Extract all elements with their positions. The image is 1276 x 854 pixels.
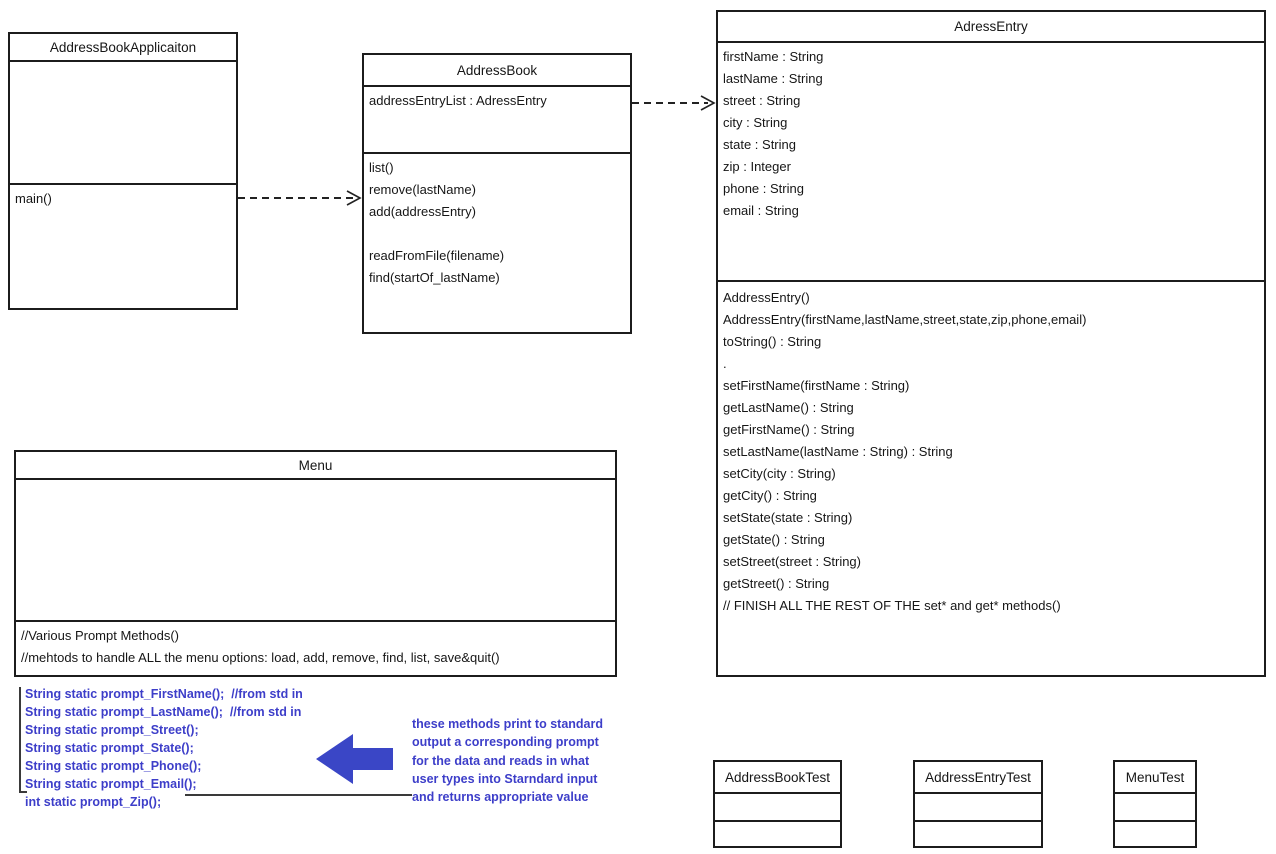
text-line: String static prompt_LastName(); //from … <box>25 705 302 719</box>
text-line: getCity() : String <box>723 488 817 503</box>
note-connector-line <box>185 794 412 796</box>
class-title: AddressBookApplicaiton <box>10 34 236 62</box>
text-line: lastName : String <box>723 71 823 86</box>
text-line: String static prompt_FirstName(); //from… <box>25 687 303 701</box>
prompt-methods-code-block: String static prompt_FirstName(); //from… <box>25 685 303 811</box>
class-address-book-test: AddressBookTest <box>713 760 842 848</box>
class-title: AddressEntryTest <box>915 762 1041 794</box>
text-line: city : String <box>723 115 788 130</box>
attributes-compartment <box>915 794 1041 822</box>
text-line: street : String <box>723 93 801 108</box>
text-line: setStreet(street : String) <box>723 554 861 569</box>
text-line: getState() : String <box>723 532 825 547</box>
open-arrowhead-icon <box>700 95 716 111</box>
text-line: getFirstName() : String <box>723 422 855 437</box>
text-line: setFirstName(firstName : String) <box>723 378 910 393</box>
methods-compartment <box>715 822 840 846</box>
methods-compartment: AddressEntry() AddressEntry(firstName,las… <box>718 282 1264 675</box>
dashed-arrow-addressbook-to-adressentry <box>632 95 716 111</box>
text-line: setCity(city : String) <box>723 466 836 481</box>
text-line: zip : Integer <box>723 159 791 174</box>
methods-compartment: main() <box>10 185 236 308</box>
methods-compartment <box>1115 822 1195 846</box>
prompt-methods-note: these methods print to standard output a … <box>412 715 603 806</box>
class-adress-entry: AdressEntry firstName : String lastName :… <box>716 10 1266 677</box>
text-line: firstName : String <box>723 49 824 64</box>
text-line: for the data and reads in what <box>412 753 590 768</box>
text-line: addressEntryList : AdressEntry <box>369 93 547 108</box>
attributes-compartment <box>715 794 840 822</box>
class-title: AddressBookTest <box>715 762 840 794</box>
methods-compartment: //Various Prompt Methods() //mehtods to h… <box>16 622 615 675</box>
text-line: String static prompt_State(); <box>25 741 194 755</box>
text-line: main() <box>15 191 52 206</box>
text-line: and returns appropriate value <box>412 790 589 805</box>
attributes-compartment <box>16 480 615 622</box>
text-line: list() <box>369 160 394 175</box>
open-arrowhead-icon <box>346 190 362 206</box>
text-line: // FINISH ALL THE REST OF THE set* and g… <box>723 598 1061 613</box>
text-line: remove(lastName) <box>369 182 476 197</box>
class-title: Menu <box>16 452 615 480</box>
class-address-entry-test: AddressEntryTest <box>913 760 1043 848</box>
text-line <box>369 223 625 245</box>
text-line: String static prompt_Email(); <box>25 777 197 791</box>
text-line: output a corresponding prompt <box>412 735 599 750</box>
text-line: find(startOf_lastName) <box>369 270 500 285</box>
class-menu-test: MenuTest <box>1113 760 1197 848</box>
class-address-book-application: AddressBookApplicaiton main() <box>8 32 238 310</box>
class-title: MenuTest <box>1115 762 1195 794</box>
class-address-book: AddressBook addressEntryList : AdressEnt… <box>362 53 632 334</box>
text-line: AddressEntry(firstName,lastName,street,s… <box>723 312 1087 327</box>
text-line: String static prompt_Phone(); <box>25 759 202 773</box>
text-line: setState(state : String) <box>723 510 853 525</box>
text-line: toString() : String <box>723 334 822 349</box>
text-line: //mehtods to handle ALL the menu options… <box>21 650 500 665</box>
text-line: getStreet() : String <box>723 576 830 591</box>
class-title: AdressEntry <box>718 12 1264 43</box>
text-line: email : String <box>723 203 799 218</box>
text-line: setLastName(lastName : String) : String <box>723 444 953 459</box>
text-line: //Various Prompt Methods() <box>21 628 179 643</box>
attributes-compartment: firstName : String lastName : String stree… <box>718 43 1264 282</box>
methods-compartment <box>915 822 1041 846</box>
attributes-compartment: addressEntryList : AdressEntry <box>364 87 630 154</box>
text-line: AddressEntry() <box>723 290 810 305</box>
text-line: String static prompt_Street(); <box>25 723 199 737</box>
class-title: AddressBook <box>364 55 630 87</box>
code-bracket-foot-line <box>19 791 27 793</box>
attributes-compartment <box>1115 794 1195 822</box>
methods-compartment: list()remove(lastName)add(addressEntry) … <box>364 154 630 332</box>
text-line: add(addressEntry) <box>369 204 476 219</box>
attributes-compartment <box>10 62 236 185</box>
text-line: . <box>723 356 727 371</box>
block-arrow-shape <box>316 734 393 784</box>
dashed-arrow-application-to-addressbook <box>238 190 362 206</box>
text-line: user types into Starndard input <box>412 771 598 786</box>
text-line: phone : String <box>723 181 804 196</box>
text-line: getLastName() : String <box>723 400 854 415</box>
text-line: readFromFile(filename) <box>369 248 505 263</box>
blue-left-arrow-icon <box>316 734 393 784</box>
code-bracket-vertical-line <box>19 687 21 793</box>
text-line: int static prompt_Zip(); <box>25 795 162 809</box>
class-menu: Menu //Various Prompt Methods() //mehtods… <box>14 450 617 677</box>
text-line: these methods print to standard <box>412 717 603 731</box>
text-line: state : String <box>723 137 796 152</box>
